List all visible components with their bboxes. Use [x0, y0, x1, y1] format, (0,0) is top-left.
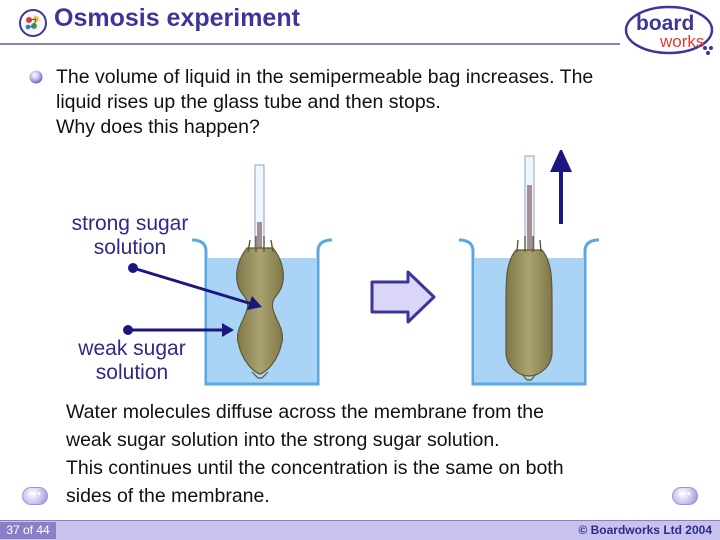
label-line: weak sugar	[78, 337, 186, 360]
label-line: strong sugar	[71, 212, 189, 235]
weak-sugar-solution-label: weak sugar solution	[50, 337, 214, 385]
previous-slide-button[interactable]: •••	[22, 487, 48, 505]
page-title: Osmosis experiment	[54, 4, 300, 32]
strong-sugar-solution-label: strong sugar solution	[48, 212, 212, 260]
footer-bar	[0, 521, 720, 540]
footer-divider	[0, 520, 720, 521]
left-bag	[236, 236, 284, 379]
explanation-line: sides of the membrane.	[66, 485, 270, 507]
label-line: solution	[93, 236, 167, 259]
boardworks-logo: board works	[624, 5, 714, 55]
logo-text-works: works	[659, 32, 704, 51]
explanation-line: This continues until the concentration i…	[66, 457, 564, 479]
next-slide-button[interactable]: •••	[672, 487, 698, 505]
explanation-line: weak sugar solution into the strong suga…	[66, 429, 500, 451]
logo-text-board: board	[636, 12, 694, 35]
osmosis-diagram	[123, 150, 600, 386]
right-bag	[505, 236, 553, 381]
up-arrow-icon	[550, 150, 572, 224]
explanation-line: Water molecules diffuse across the membr…	[66, 401, 544, 423]
bullet-orb-icon	[29, 70, 43, 84]
right-arrow-icon	[370, 270, 436, 324]
label-line: solution	[95, 361, 169, 384]
weak-solution-pointer	[123, 323, 234, 337]
next-slide-icon: •••	[678, 489, 692, 500]
previous-slide-icon: •••	[28, 489, 42, 500]
explanation-text: Water molecules diffuse across the membr…	[66, 398, 706, 510]
question-line: The volume of liquid in the semipermeabl…	[56, 66, 594, 88]
question-text: The volume of liquid in the semipermeabl…	[56, 65, 720, 140]
page-counter: 37 of 44	[0, 522, 56, 539]
copyright-text: © Boardworks Ltd 2004	[578, 523, 712, 537]
question-line: liquid rises up the glass tube and then …	[56, 91, 441, 113]
molecule-icon	[19, 9, 47, 37]
question-line: Why does this happen?	[56, 116, 260, 138]
strong-solution-pointer	[128, 263, 262, 310]
title-divider	[0, 43, 620, 45]
